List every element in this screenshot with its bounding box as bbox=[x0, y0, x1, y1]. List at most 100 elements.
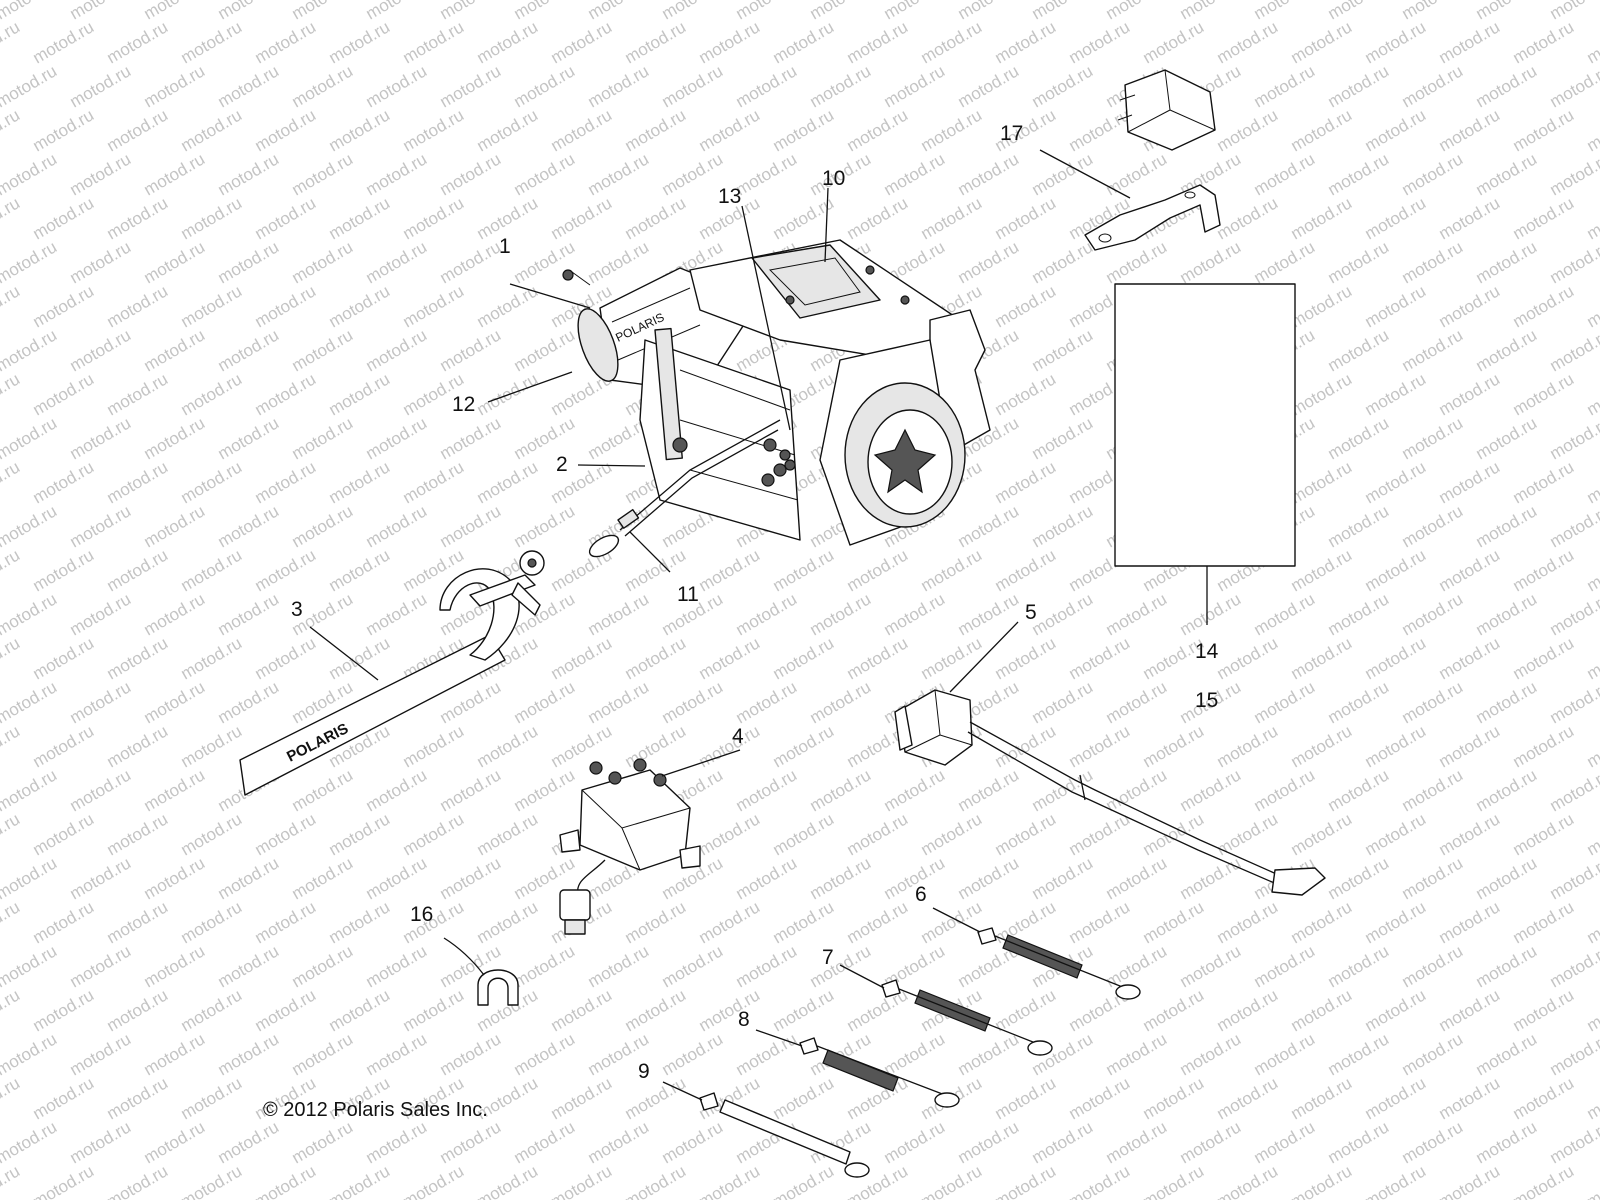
callout-12: 12 bbox=[452, 393, 475, 416]
watermark-text: motod.ru bbox=[659, 0, 727, 23]
watermark-text: motod.ru bbox=[326, 809, 394, 859]
watermark-text: motod.ru bbox=[252, 545, 320, 595]
watermark-text: motod.ru bbox=[918, 633, 986, 683]
watermark-text: motod.ru bbox=[1510, 17, 1578, 67]
watermark-text: motod.ru bbox=[992, 985, 1060, 1035]
watermark-text: motod.ru bbox=[474, 1161, 542, 1200]
watermark-text: motod.ru bbox=[0, 633, 23, 683]
watermark-text: motod.ru bbox=[1473, 853, 1541, 903]
watermark-text: motod.ru bbox=[1473, 149, 1541, 199]
watermark-text: motod.ru bbox=[215, 941, 283, 991]
watermark-text: motod.ru bbox=[733, 853, 801, 903]
watermark-text: motod.ru bbox=[363, 765, 431, 815]
watermark-text: motod.ru bbox=[437, 149, 505, 199]
watermark-text: motod.ru bbox=[1399, 501, 1467, 551]
watermark-text: motod.ru bbox=[0, 545, 23, 595]
callout-2: 2 bbox=[556, 453, 568, 476]
watermark-text: motod.ru bbox=[622, 633, 690, 683]
watermark-text: motod.ru bbox=[1547, 941, 1600, 991]
watermark-text: motod.ru bbox=[1473, 501, 1541, 551]
watermark-text: motod.ru bbox=[1288, 633, 1356, 683]
callout-1: 1 bbox=[499, 235, 511, 258]
watermark-text: motod.ru bbox=[289, 61, 357, 111]
watermark-text: motod.ru bbox=[1251, 237, 1319, 287]
watermark-text: motod.ru bbox=[0, 281, 23, 331]
watermark-text: motod.ru bbox=[659, 149, 727, 199]
watermark-text: motod.ru bbox=[0, 721, 23, 771]
watermark-text: motod.ru bbox=[363, 237, 431, 287]
watermark-text: motod.ru bbox=[363, 61, 431, 111]
watermark-text: motod.ru bbox=[881, 765, 949, 815]
watermark-text: motod.ru bbox=[548, 1073, 616, 1123]
watermark-text: motod.ru bbox=[215, 0, 283, 23]
watermark-text: motod.ru bbox=[770, 985, 838, 1035]
watermark-text: motod.ru bbox=[1066, 633, 1134, 683]
watermark-text: motod.ru bbox=[918, 897, 986, 947]
watermark-text: motod.ru bbox=[1473, 1117, 1541, 1167]
watermark-text: motod.ru bbox=[437, 765, 505, 815]
watermark-text: motod.ru bbox=[289, 1029, 357, 1079]
callout-14: 14 bbox=[1195, 640, 1219, 663]
watermark-text: motod.ru bbox=[1325, 0, 1393, 23]
watermark-text: motod.ru bbox=[141, 589, 209, 639]
watermark-text: motod.ru bbox=[918, 17, 986, 67]
watermark-text: motod.ru bbox=[511, 325, 579, 375]
callout-7: 7 bbox=[822, 946, 834, 969]
watermark-text: motod.ru bbox=[1399, 325, 1467, 375]
watermark-text: motod.ru bbox=[1584, 1161, 1600, 1200]
watermark-text: motod.ru bbox=[1547, 325, 1600, 375]
watermark-text: motod.ru bbox=[1103, 853, 1171, 903]
watermark-text: motod.ru bbox=[437, 501, 505, 551]
watermark-text: motod.ru bbox=[992, 1073, 1060, 1123]
watermark-text: motod.ru bbox=[1029, 677, 1097, 727]
watermark-text: motod.ru bbox=[178, 985, 246, 1035]
watermark-text: motod.ru bbox=[0, 1073, 23, 1123]
watermark-text: motod.ru bbox=[1510, 633, 1578, 683]
watermark-text: motod.ru bbox=[474, 17, 542, 67]
watermark-text: motod.ru bbox=[1362, 985, 1430, 1035]
watermark-text: motod.ru bbox=[1288, 193, 1356, 243]
watermark-text: motod.ru bbox=[955, 1029, 1023, 1079]
watermark-text: motod.ru bbox=[770, 1073, 838, 1123]
watermark-text: motod.ru bbox=[178, 721, 246, 771]
watermark-text: motod.ru bbox=[67, 765, 135, 815]
watermark-text: motod.ru bbox=[104, 281, 172, 331]
watermark-text: motod.ru bbox=[807, 677, 875, 727]
watermark-text: motod.ru bbox=[548, 1161, 616, 1200]
watermark-text: motod.ru bbox=[1177, 1029, 1245, 1079]
watermark-text: motod.ru bbox=[1251, 1117, 1319, 1167]
watermark-text: motod.ru bbox=[844, 809, 912, 859]
watermark-text: motod.ru bbox=[1399, 0, 1467, 23]
watermark-text: motod.ru bbox=[733, 589, 801, 639]
watermark-text: motod.ru bbox=[363, 149, 431, 199]
watermark-text: motod.ru bbox=[1510, 897, 1578, 947]
watermark-text: motod.ru bbox=[1029, 325, 1097, 375]
watermark-text: motod.ru bbox=[1473, 237, 1541, 287]
watermark-text: motod.ru bbox=[104, 545, 172, 595]
watermark-text: motod.ru bbox=[770, 721, 838, 771]
watermark-text: motod.ru bbox=[585, 589, 653, 639]
watermark-text: motod.ru bbox=[30, 1161, 98, 1200]
watermark-text: motod.ru bbox=[1029, 853, 1097, 903]
watermark-text: motod.ru bbox=[1473, 765, 1541, 815]
watermark-text: motod.ru bbox=[30, 897, 98, 947]
watermark-text: motod.ru bbox=[1029, 589, 1097, 639]
watermark-text: motod.ru bbox=[696, 809, 764, 859]
watermark-text: motod.ru bbox=[992, 457, 1060, 507]
watermark-text: motod.ru bbox=[1362, 809, 1430, 859]
watermark-text: motod.ru bbox=[1214, 633, 1282, 683]
watermark-text: motod.ru bbox=[1103, 677, 1171, 727]
watermark-text: motod.ru bbox=[104, 1073, 172, 1123]
watermark-text: motod.ru bbox=[1510, 457, 1578, 507]
watermark-text: motod.ru bbox=[0, 369, 23, 419]
watermark-text: motod.ru bbox=[548, 721, 616, 771]
watermark-text: motod.ru bbox=[178, 1161, 246, 1200]
watermark-text: motod.ru bbox=[1399, 413, 1467, 463]
watermark-text: motod.ru bbox=[252, 457, 320, 507]
watermark-text: motod.ru bbox=[437, 1029, 505, 1079]
leader-lines bbox=[309, 149, 1208, 1101]
watermark-text: motod.ru bbox=[622, 985, 690, 1035]
watermark-text: motod.ru bbox=[141, 501, 209, 551]
watermark-text: motod.ru bbox=[67, 237, 135, 287]
watermark-text: motod.ru bbox=[918, 809, 986, 859]
